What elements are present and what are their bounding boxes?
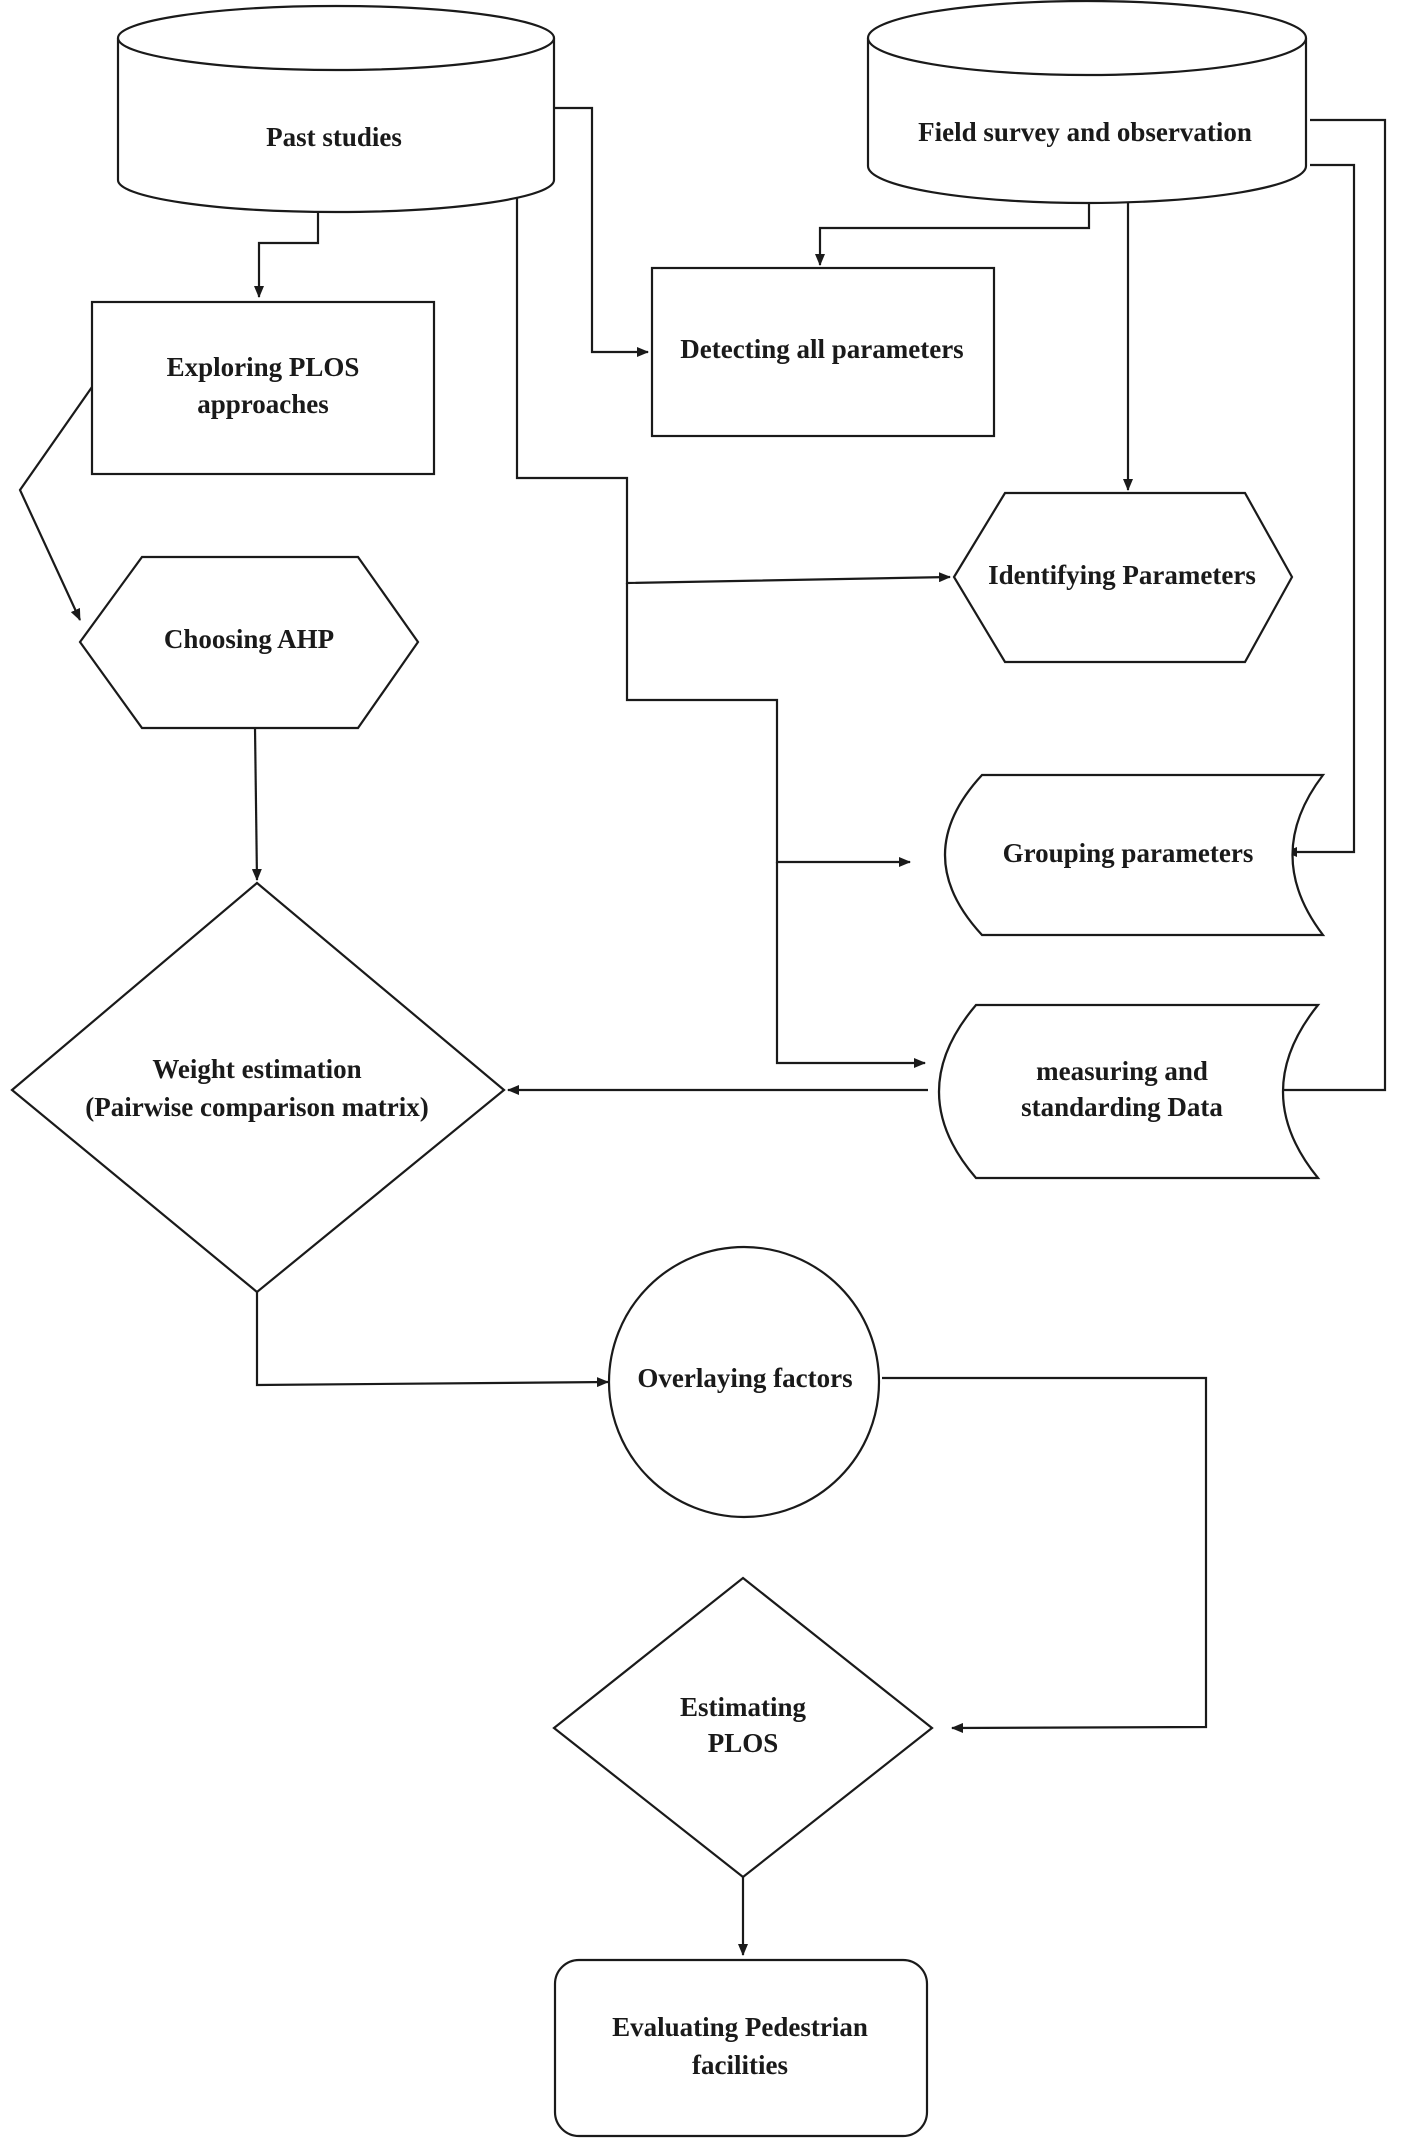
past-studies-node: Past studies bbox=[116, 4, 556, 214]
edge-past-studies-to-identifying-parameters bbox=[515, 192, 951, 585]
detecting-parameters-label: Detecting all parameters bbox=[680, 334, 963, 364]
detecting-parameters-node: Detecting all parameters bbox=[650, 266, 996, 438]
evaluating-facilities-label-line2: facilities bbox=[692, 2050, 788, 2080]
edge-field-survey-to-grouping-parameters bbox=[1285, 163, 1356, 857]
estimating-plos-label-line2: PLOS bbox=[708, 1728, 779, 1758]
measuring-data-label-line1: measuring and bbox=[1036, 1056, 1208, 1086]
edge-past-studies-to-exploring-plos bbox=[254, 210, 320, 298]
field-survey-node: Field survey and observation bbox=[866, 0, 1308, 205]
edge-exploring-plos-to-choosing-ahp bbox=[18, 386, 93, 621]
edge-weight-estimation-to-overlaying-factors bbox=[255, 1290, 609, 1388]
edge-field-survey-to-detecting-parameters bbox=[815, 203, 1091, 266]
edge-past-studies-to-detecting-parameters bbox=[555, 106, 649, 357]
field-survey-label: Field survey and observation bbox=[918, 117, 1252, 147]
edge-choosing-ahp-to-weight-estimation bbox=[251, 727, 262, 881]
weight-estimation-node: Weight estimation (Pairwise comparison m… bbox=[10, 881, 506, 1294]
identifying-parameters-label: Identifying Parameters bbox=[988, 560, 1256, 590]
edge-overlaying-factors-to-estimating-plos bbox=[882, 1376, 1208, 1733]
overlaying-factors-node: Overlaying factors bbox=[607, 1245, 881, 1519]
exploring-plos-label-line2: approaches bbox=[197, 389, 329, 419]
edge-field-survey-to-measuring-data bbox=[1267, 118, 1387, 1095]
grouping-parameters-node: Grouping parameters bbox=[944, 773, 1326, 937]
grouping-parameters-label: Grouping parameters bbox=[1003, 838, 1254, 868]
overlaying-factors-label: Overlaying factors bbox=[637, 1363, 852, 1393]
connectors bbox=[18, 106, 1387, 1956]
measuring-data-label-line2: standarding Data bbox=[1021, 1092, 1223, 1122]
weight-estimation-label-line2: (Pairwise comparison matrix) bbox=[85, 1092, 428, 1122]
identifying-parameters-node: Identifying Parameters bbox=[952, 491, 1294, 664]
exploring-plos-node: Exploring PLOS approaches bbox=[90, 300, 436, 476]
edge-branch-to-measuring-data bbox=[775, 862, 926, 1068]
edge-branch-to-grouping-parameters bbox=[625, 583, 911, 867]
past-studies-label: Past studies bbox=[266, 122, 402, 152]
evaluating-facilities-label-line1: Evaluating Pedestrian bbox=[612, 2012, 868, 2042]
evaluating-facilities-node: Evaluating Pedestrian facilities bbox=[553, 1958, 929, 2138]
measuring-data-node: measuring and standarding Data bbox=[938, 1003, 1321, 1180]
estimating-plos-node: Estimating PLOS bbox=[552, 1576, 934, 1879]
choosing-ahp-label: Choosing AHP bbox=[164, 624, 334, 654]
estimating-plos-label-line1: Estimating bbox=[680, 1692, 807, 1722]
choosing-ahp-node: Choosing AHP bbox=[78, 555, 420, 730]
weight-estimation-label-line1: Weight estimation bbox=[152, 1054, 361, 1084]
exploring-plos-label-line1: Exploring PLOS bbox=[167, 352, 360, 382]
